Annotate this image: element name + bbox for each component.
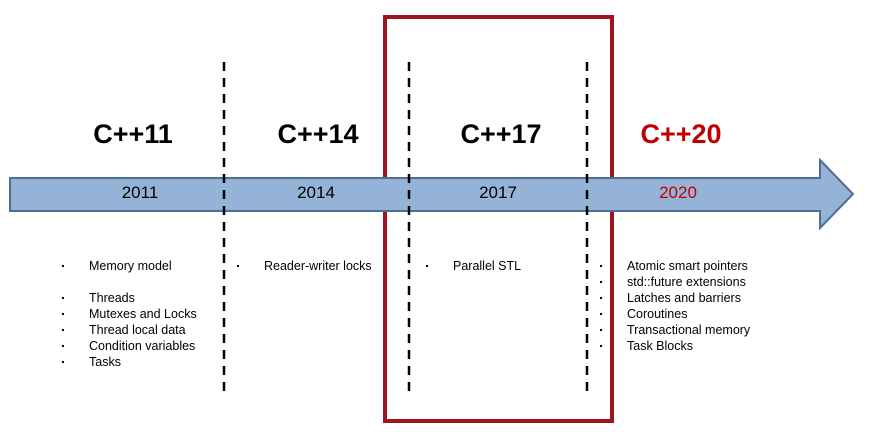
feature-list-cpp11: Memory model Threads Mutexes and Locks T… — [60, 258, 197, 370]
feature-item: Task Blocks — [598, 338, 750, 354]
year-label-2020: 2020 — [659, 183, 697, 202]
standard-title-cpp11: C++11 — [93, 119, 173, 149]
year-label-2011: 2011 — [121, 183, 159, 202]
standard-title-cpp14: C++14 — [277, 119, 359, 149]
feature-item: Reader-writer locks — [235, 258, 372, 274]
standard-title-cpp17: C++17 — [460, 119, 542, 149]
year-label-2014: 2014 — [297, 183, 335, 202]
feature-item: Threads — [60, 290, 197, 306]
timeline-arrow — [9, 157, 855, 231]
feature-item: Latches and barriers — [598, 290, 750, 306]
feature-item: Memory model — [60, 258, 197, 274]
feature-list-cpp20: Atomic smart pointers std::future extens… — [598, 258, 750, 354]
highlight-box-cpp17 — [383, 15, 614, 423]
feature-item: std::future extensions — [598, 274, 750, 290]
feature-item: Tasks — [60, 354, 197, 370]
feature-list-cpp17: Parallel STL — [424, 258, 521, 274]
feature-item: Thread local data — [60, 322, 197, 338]
feature-item: Parallel STL — [424, 258, 521, 274]
year-label-2017: 2017 — [479, 183, 517, 202]
standard-title-cpp20: C++20 — [640, 119, 722, 149]
feature-item: Mutexes and Locks — [60, 306, 197, 322]
feature-list-cpp14: Reader-writer locks — [235, 258, 372, 274]
feature-item: Transactional memory — [598, 322, 750, 338]
feature-item: Atomic smart pointers — [598, 258, 750, 274]
feature-item: Condition variables — [60, 338, 197, 354]
feature-item: Coroutines — [598, 306, 750, 322]
